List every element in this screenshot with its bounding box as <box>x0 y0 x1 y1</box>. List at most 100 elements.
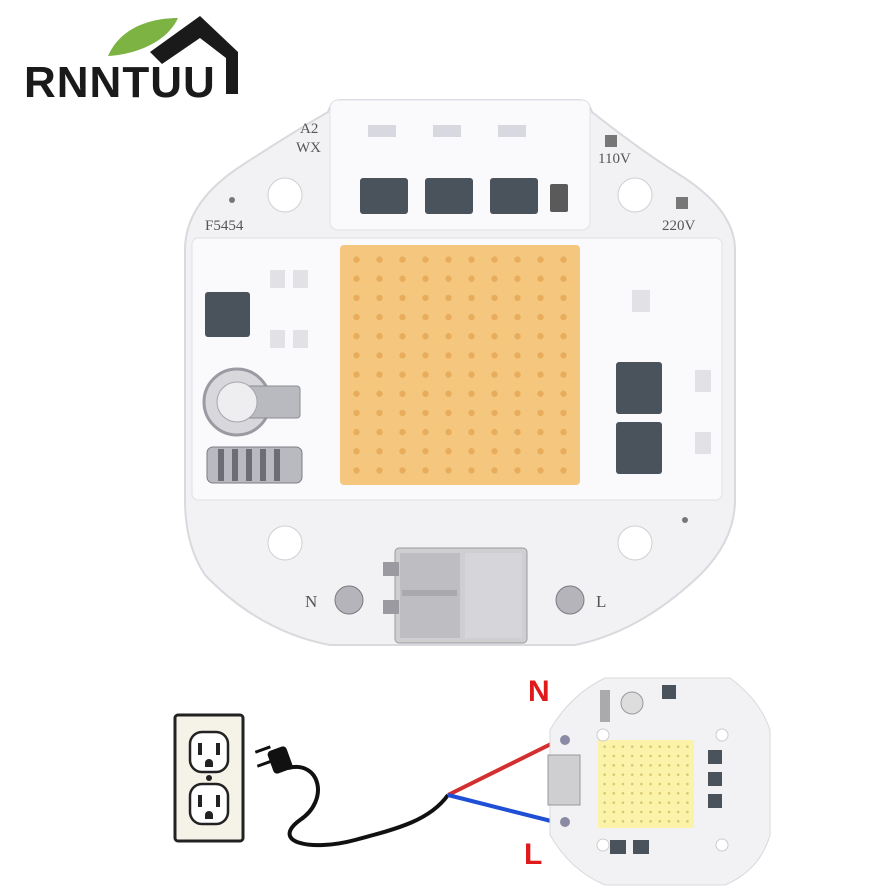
led-dot <box>422 390 429 397</box>
led-dot <box>376 467 383 474</box>
led-dot <box>376 371 383 378</box>
led-dot <box>603 754 606 758</box>
led-dot <box>676 801 680 804</box>
mini-chip <box>708 772 722 786</box>
led-dot <box>399 333 406 340</box>
led-dot <box>560 352 567 359</box>
capacitor <box>202 367 301 437</box>
led-dot <box>686 773 689 776</box>
led-dot <box>560 313 567 321</box>
led-dot <box>468 467 475 474</box>
led-dot <box>676 764 680 767</box>
mounting-hole <box>267 177 303 213</box>
led-dot <box>649 745 652 748</box>
led-dot <box>537 409 544 417</box>
led-dot <box>399 390 406 397</box>
led-dot <box>514 313 521 321</box>
mini-neutral-screw-icon <box>560 735 570 745</box>
led-dot <box>658 745 662 748</box>
led-dot <box>376 256 383 263</box>
led-dot <box>399 467 406 474</box>
led-dot <box>649 820 652 823</box>
led-dot <box>621 801 625 804</box>
led-dot <box>621 745 625 748</box>
led-dot <box>603 801 606 804</box>
selector-resistor <box>550 184 568 212</box>
led-dot <box>468 294 475 302</box>
mini-chip <box>633 840 649 854</box>
led-dot <box>603 764 606 767</box>
led-dot <box>422 294 429 302</box>
house-roof-icon <box>150 16 238 94</box>
led-dot <box>445 390 452 397</box>
led-dot <box>445 313 452 321</box>
wall-outlet-icon <box>173 713 245 843</box>
mini-capacitor <box>620 691 644 715</box>
smd-pad <box>270 270 285 288</box>
mosfet-chip <box>616 422 662 474</box>
led-dot <box>353 467 360 474</box>
led-dot <box>686 792 689 795</box>
led-dot <box>468 333 475 340</box>
mini-terminal-block <box>547 754 581 806</box>
led-dot <box>353 333 360 340</box>
led-dot <box>468 256 475 263</box>
led-dot <box>399 275 406 282</box>
led-dot <box>422 256 429 263</box>
led-dot <box>445 256 452 263</box>
neutral-wire-label: N <box>528 675 550 708</box>
smd-pad <box>695 432 711 454</box>
led-dot <box>422 333 429 340</box>
led-dot <box>640 810 643 814</box>
power-plug-icon <box>254 745 293 774</box>
rectifier-chip <box>425 178 473 214</box>
led-dot <box>640 754 643 758</box>
led-dot <box>514 352 521 359</box>
mini-chip <box>708 750 722 764</box>
led-dot <box>376 352 383 359</box>
led-dot <box>422 352 429 359</box>
led-dot <box>445 409 452 417</box>
led-dot <box>514 409 521 417</box>
led-dot <box>630 782 634 786</box>
led-dot <box>353 275 360 282</box>
led-dot <box>445 352 452 359</box>
led-dot <box>353 294 360 302</box>
inductor-coil <box>206 446 303 484</box>
led-dot <box>676 773 680 776</box>
led-dot <box>640 782 643 786</box>
led-dot <box>630 801 634 804</box>
led-dot <box>630 820 634 823</box>
mini-chip <box>662 685 676 699</box>
live-wire-label: L <box>524 838 543 871</box>
led-dot <box>376 428 383 436</box>
led-dot <box>603 782 606 786</box>
led-dot <box>612 801 616 804</box>
led-dot <box>353 313 360 321</box>
mosfet-chip <box>616 362 662 414</box>
led-dot <box>640 792 643 795</box>
led-dot <box>658 801 662 804</box>
smd-pad <box>433 125 461 137</box>
led-dot <box>537 313 544 321</box>
led-dot <box>560 333 567 340</box>
led-dot <box>612 810 616 814</box>
led-dot <box>491 448 498 455</box>
led-dot <box>612 745 616 748</box>
led-dot <box>468 352 475 359</box>
led-dot <box>399 313 406 321</box>
led-grid <box>353 256 567 474</box>
led-dot <box>468 448 475 455</box>
led-dot <box>640 820 643 823</box>
mini-chip <box>708 794 722 808</box>
mini-led-grid <box>603 745 689 823</box>
led-dot <box>445 428 452 436</box>
led-dot <box>630 773 634 776</box>
revision2-label: WX <box>296 140 321 156</box>
led-dot <box>560 409 567 417</box>
power-cord <box>287 764 450 848</box>
led-dot <box>676 754 680 758</box>
led-dot <box>630 764 634 767</box>
led-dot <box>514 467 521 474</box>
led-dot <box>621 792 625 795</box>
